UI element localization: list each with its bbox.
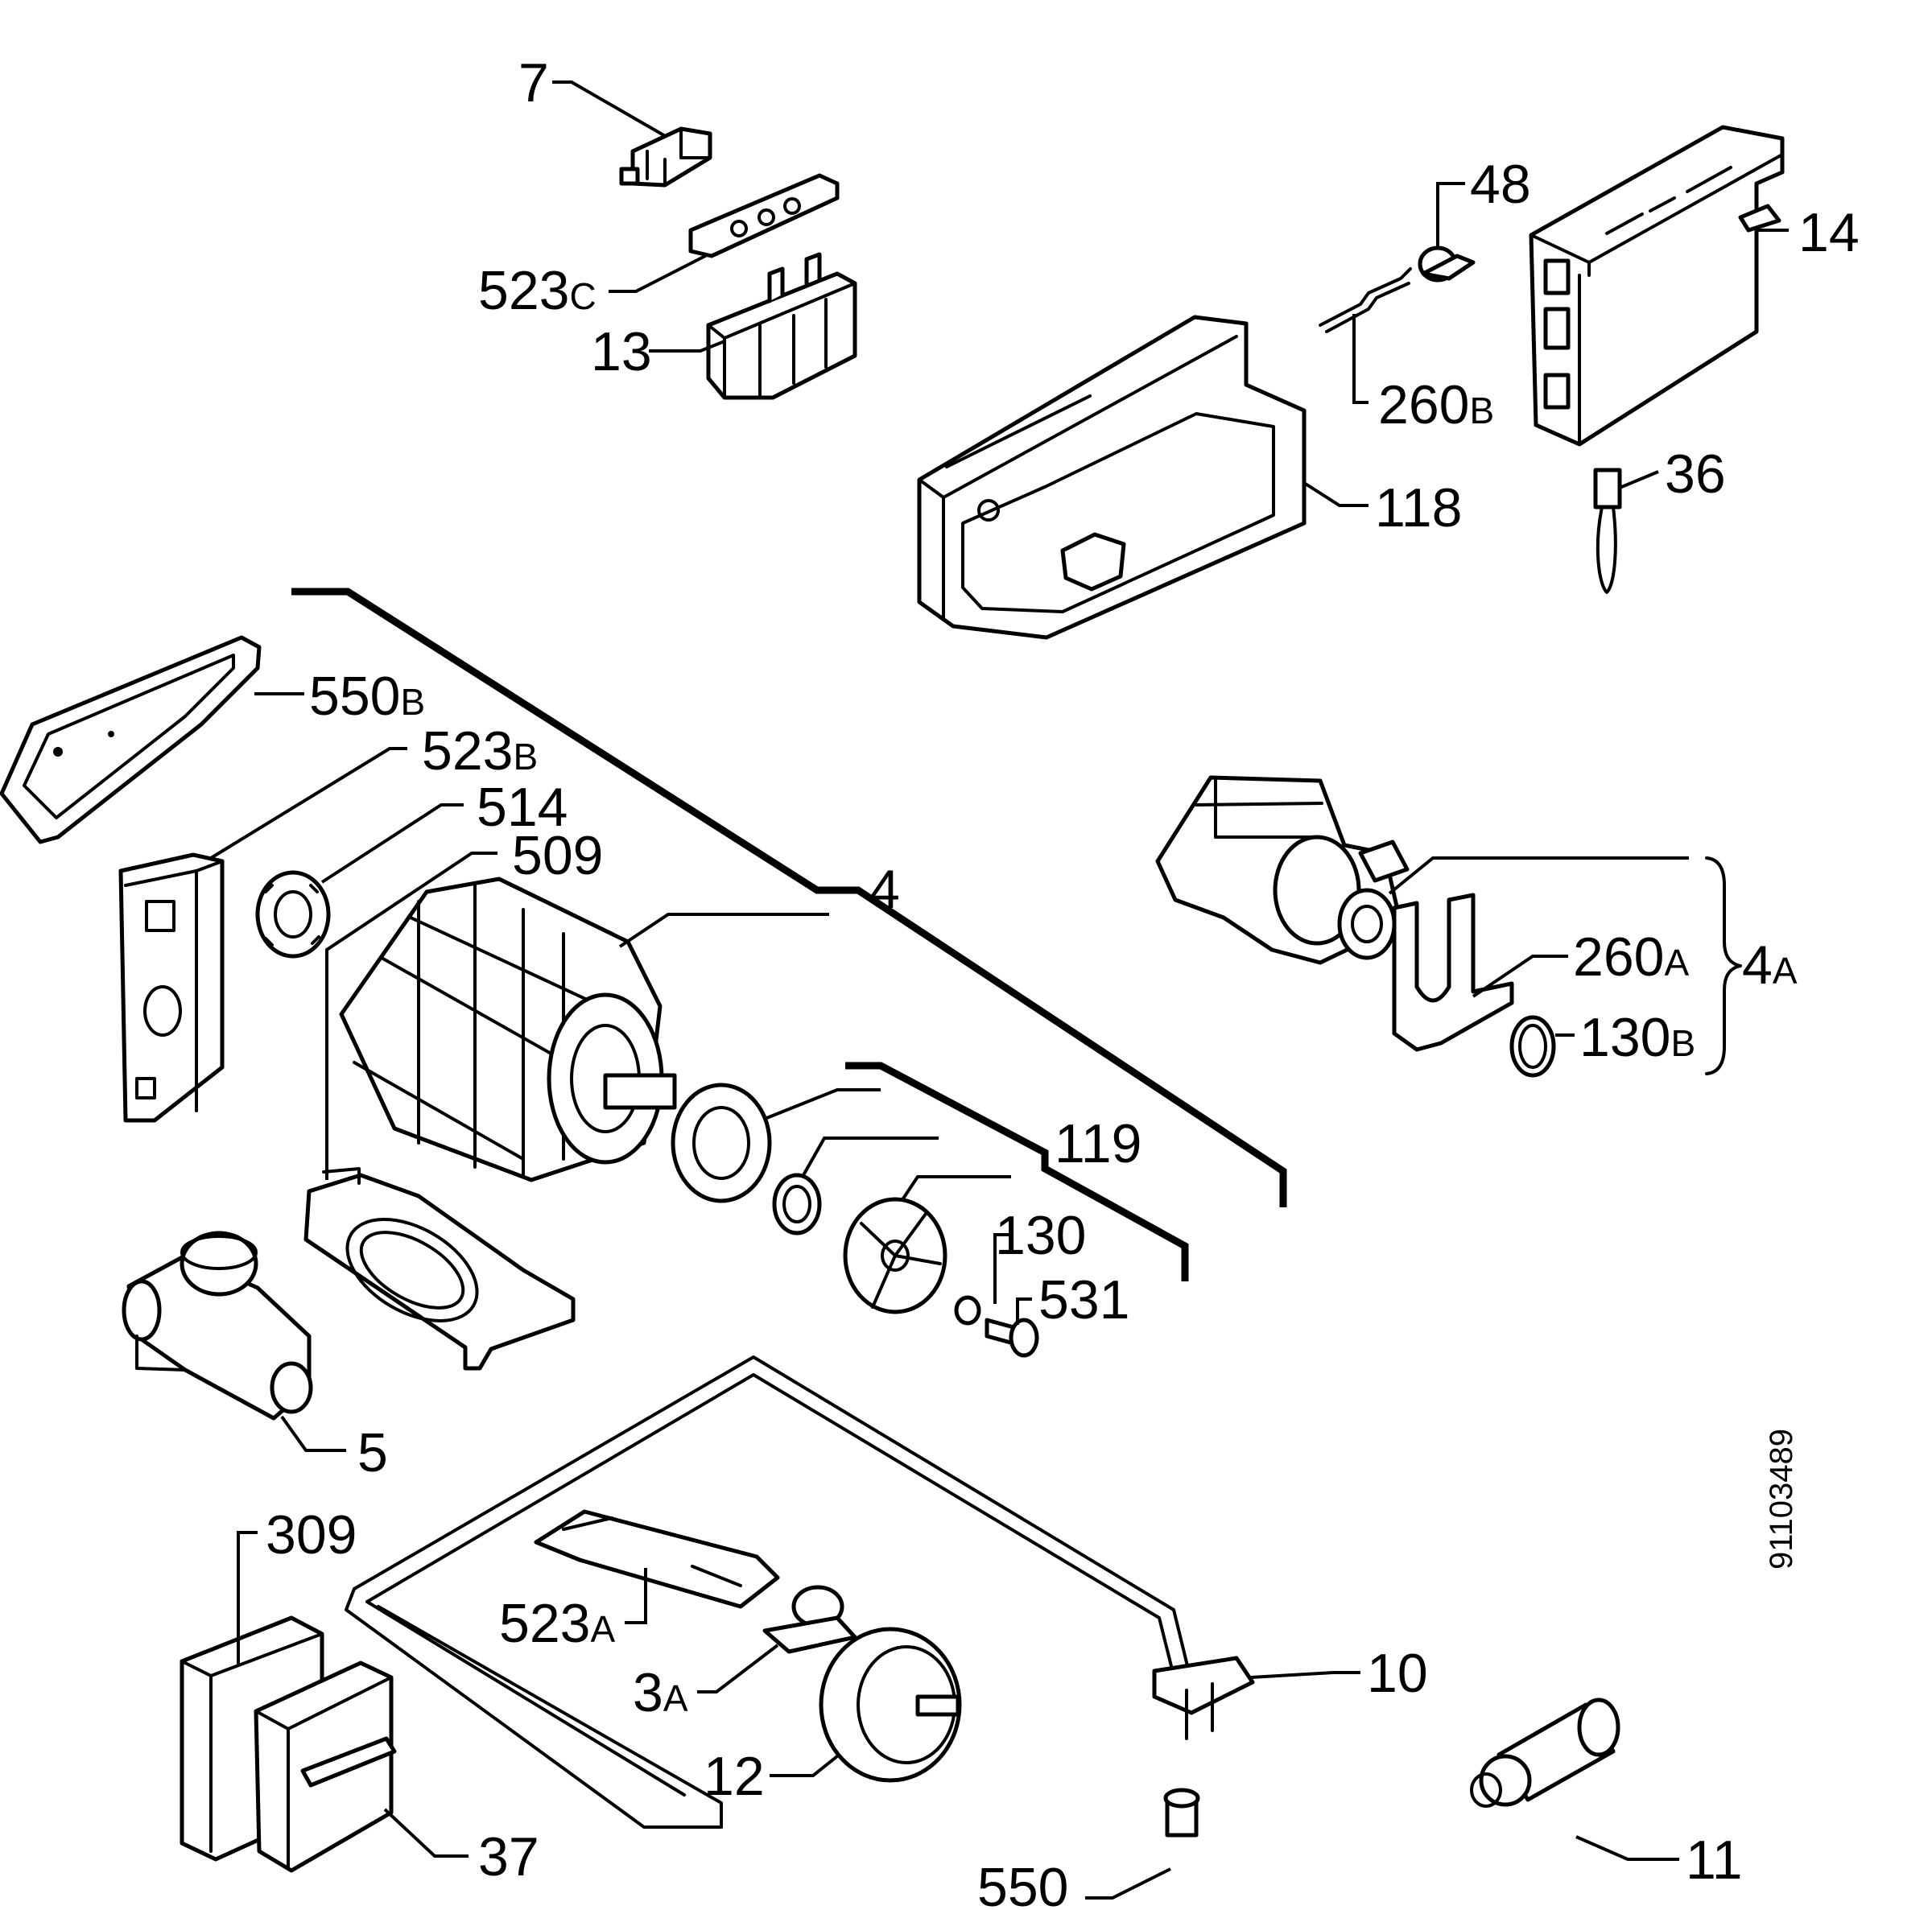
part-130b-o-ring [1509, 1015, 1556, 1078]
callout-12: 12 [704, 1746, 765, 1807]
part-260a-clip [1392, 893, 1514, 1052]
group-4a-brace [1705, 856, 1742, 1075]
part-10-heating-element [345, 1355, 1255, 1829]
callout-531: 531 [1038, 1269, 1129, 1330]
callout-130b: 130B [1579, 1007, 1695, 1068]
callout-119: 119 [1055, 1113, 1141, 1174]
callout-11: 11 [1686, 1830, 1743, 1891]
callout-514: 514 [477, 777, 568, 838]
callout-523a: 523A [499, 1593, 615, 1654]
callout-550b: 550B [309, 666, 425, 727]
callout-labels: 7 523C 13 48 14 260B 36 118 550B 523B 51… [266, 52, 1860, 1910]
part-550b-cover [0, 635, 262, 844]
callout-260b: 260B [1378, 374, 1494, 435]
callout-36: 36 [1665, 443, 1726, 505]
callout-309: 309 [266, 1504, 357, 1566]
part-13-terminal-block [706, 252, 857, 400]
drawing-code: 91103489 [1764, 1429, 1799, 1570]
callout-48: 48 [1470, 154, 1531, 215]
part-531-screw [985, 1318, 1039, 1358]
part-37-connector-box [254, 1660, 397, 1873]
group-4-frame [291, 588, 1287, 1281]
part-5-inlet-valve [122, 1231, 313, 1421]
part-550-fitting [1163, 1788, 1200, 1838]
callout-4: 4 [869, 859, 900, 920]
callout-7: 7 [518, 52, 549, 113]
callout-5: 5 [357, 1422, 388, 1483]
part-509-gasket [303, 1167, 576, 1371]
part-130-washer [954, 1295, 981, 1326]
leader-lines [209, 80, 1789, 1900]
callout-118: 118 [1375, 477, 1462, 538]
callout-550: 550 [977, 1857, 1068, 1910]
part-impeller [843, 1197, 947, 1314]
callout-10: 10 [1367, 1643, 1428, 1704]
callout-523c: 523C [478, 260, 597, 321]
part-12-heater-cap [819, 1627, 962, 1783]
callout-13: 13 [591, 321, 652, 382]
part-523a-bracket [534, 1509, 780, 1609]
callout-3a: 3A [633, 1662, 688, 1723]
part-260b-clip [1319, 267, 1412, 333]
callout-37: 37 [478, 1826, 539, 1887]
callout-4a: 4A [1742, 934, 1798, 996]
part-4a-drain-pump [1155, 775, 1410, 965]
callout-509: 509 [512, 825, 603, 886]
part-7-switch [619, 126, 712, 188]
part-11-capacitor [1470, 1698, 1620, 1808]
callout-130: 130 [995, 1205, 1086, 1266]
part-14-control-module [1529, 125, 1785, 447]
part-523b-panel [118, 852, 225, 1123]
part-seal-ring [772, 1173, 822, 1236]
part-523c-bracket [688, 173, 840, 258]
callout-523b: 523B [422, 720, 538, 782]
part-36-connector [1593, 468, 1622, 594]
part-118-dispenser [917, 315, 1307, 640]
part-119-seal-holder [671, 1083, 772, 1203]
part-4-wash-motor [339, 877, 677, 1182]
part-3a-thermostat [762, 1585, 857, 1654]
part-48-thermostat [1418, 245, 1476, 283]
callout-14: 14 [1798, 202, 1860, 263]
part-514-seal [255, 870, 331, 959]
callout-260a: 260A [1573, 926, 1689, 988]
